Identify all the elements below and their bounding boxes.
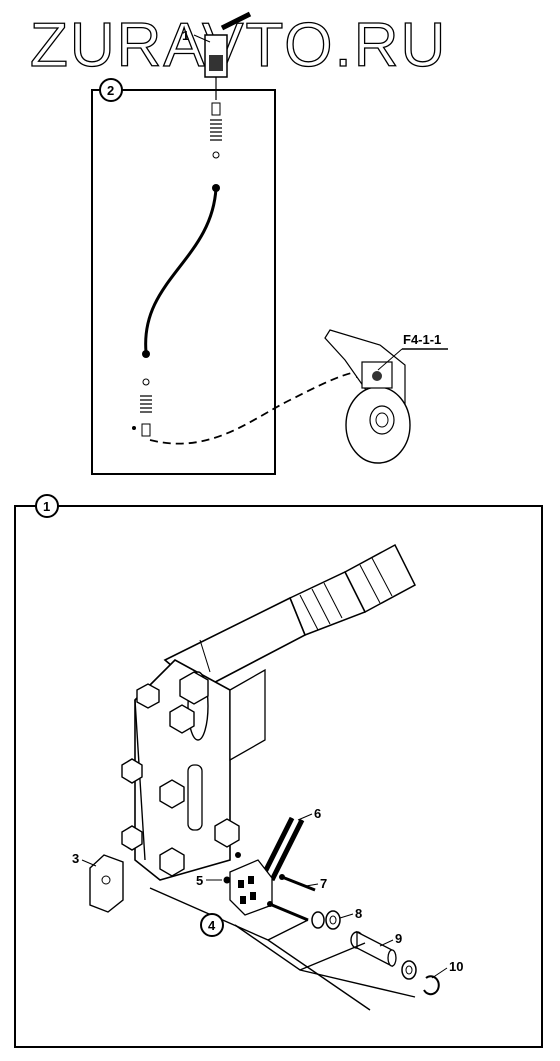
callout-circle-1	[35, 494, 59, 518]
callout-circle-4	[200, 913, 224, 937]
part-5-nut	[223, 876, 231, 884]
dashed-route-line	[149, 371, 357, 445]
callout-9: 9	[395, 931, 402, 946]
part-3-bracket	[89, 854, 124, 913]
reference-label: F4-1-1	[403, 332, 441, 347]
callout-7: 7	[320, 876, 327, 891]
detail-frame-1	[14, 505, 543, 1048]
part-10-clip	[401, 960, 440, 996]
detail-frame-2	[91, 89, 276, 475]
part-9-pin	[350, 930, 397, 968]
callout-3: 3	[72, 851, 79, 866]
callout-5: 5	[196, 873, 203, 888]
part-5-nut-upper	[235, 852, 241, 858]
callout-6: 6	[314, 806, 321, 821]
callout-4-bracket-lines	[149, 887, 416, 1011]
callout-8: 8	[355, 906, 362, 921]
callout-10: 10	[449, 959, 463, 974]
switch-block	[229, 859, 273, 916]
top-handle-assembly	[204, 11, 252, 100]
callout-circle-2	[99, 78, 123, 102]
cable-assembly	[132, 102, 222, 437]
brake-drum-assembly	[324, 329, 411, 464]
part-7-screws	[267, 874, 316, 922]
callout-1: 1	[43, 499, 50, 514]
part-8-washer	[311, 910, 341, 930]
part-6-rods	[259, 816, 305, 882]
callout-4: 4	[208, 918, 216, 933]
lever-handle	[163, 543, 416, 691]
callout-2: 2	[107, 83, 114, 98]
callout-top-1: 1	[182, 28, 189, 43]
bolt-heads	[121, 671, 240, 877]
